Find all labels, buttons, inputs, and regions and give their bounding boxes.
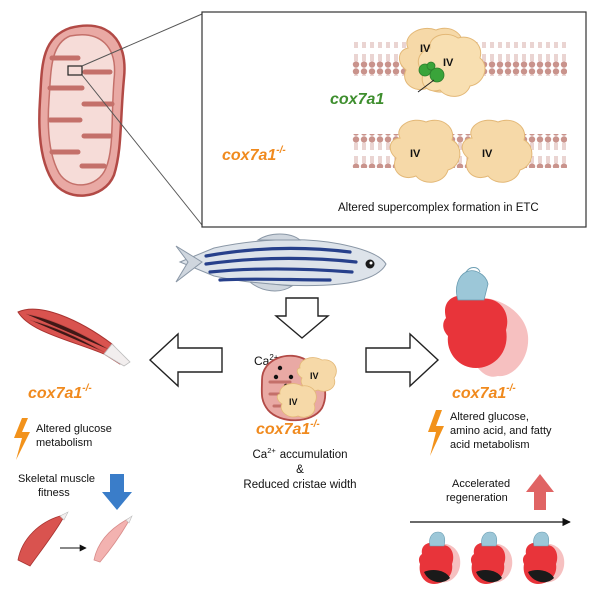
complex-iv-ko-2: IV: [461, 119, 533, 183]
gene-label-wt: cox7a1: [330, 91, 384, 108]
supercomplex-wt: IV IV: [399, 27, 486, 97]
zebrafish-icon: [175, 233, 387, 292]
lightning-icon: [428, 410, 444, 456]
mini-heart-icon: [470, 531, 513, 584]
arrow-left-outline-icon: [148, 332, 223, 388]
mitochondrion-small-icon: IV IV: [260, 354, 337, 422]
arrow-down-outline-icon: [274, 297, 330, 339]
lightning-icon: [14, 418, 30, 460]
muscle-icon: [17, 308, 131, 367]
left-metabolism-2: metabolism: [36, 437, 92, 449]
left-metabolism-1: Altered glucose: [36, 423, 112, 435]
arrow-right-outline-icon: [365, 332, 440, 388]
gene-label-ko-right: cox7a1-/-: [452, 383, 516, 402]
gene-label-ko-top: cox7a1-/-: [222, 145, 286, 164]
mitochondrion-icon: [38, 24, 126, 197]
center-line-2: &: [296, 464, 304, 476]
complex-iv-label: IV: [289, 397, 298, 407]
center-line-3: Reduced cristae width: [243, 479, 356, 491]
arrow-down-icon: [102, 474, 132, 510]
complex-iv-label: IV: [443, 57, 454, 69]
zoom-line-top: [81, 13, 203, 67]
right-metabolism-2: amino acid, and fatty: [450, 425, 552, 437]
right-metabolism-3: acid metabolism: [450, 439, 529, 451]
arrow-up-icon: [526, 474, 554, 510]
complex-iv-label: IV: [310, 371, 319, 381]
right-regen-2: regeneration: [446, 492, 508, 504]
cox7a1-subunit: [418, 61, 445, 83]
mini-heart-icon: [418, 531, 461, 584]
zoom-box: [67, 65, 83, 76]
ca-label: Ca2+: [254, 353, 279, 368]
gene-label-ko-center: cox7a1-/-: [256, 419, 320, 438]
heart-icon: [443, 267, 529, 377]
complex-iv-ko-1: IV: [389, 119, 461, 183]
center-line-1: Ca2+accumulation: [252, 446, 347, 461]
muscle-before-icon: [17, 511, 69, 567]
complex-iv-label: IV: [410, 148, 421, 160]
regeneration-hearts: [418, 531, 565, 584]
right-regen-1: Accelerated: [452, 478, 510, 490]
mini-heart-icon: [522, 531, 565, 584]
panel-caption: Altered supercomplex formation in ETC: [338, 202, 539, 214]
muscle-after-icon: [93, 515, 133, 563]
gene-label-ko-left: cox7a1-/-: [28, 383, 92, 402]
right-metabolism-1: Altered glucose,: [450, 411, 529, 423]
left-fitness-1: Skeletal muscle: [18, 473, 95, 485]
etc-panel: IV IV cox7a1 IV IV Altered supercomplex …: [201, 11, 587, 228]
zoom-line-bottom: [81, 74, 203, 226]
complex-iv-label: IV: [482, 148, 493, 160]
left-fitness-2: fitness: [38, 487, 70, 499]
complex-iv-label: IV: [420, 43, 431, 55]
